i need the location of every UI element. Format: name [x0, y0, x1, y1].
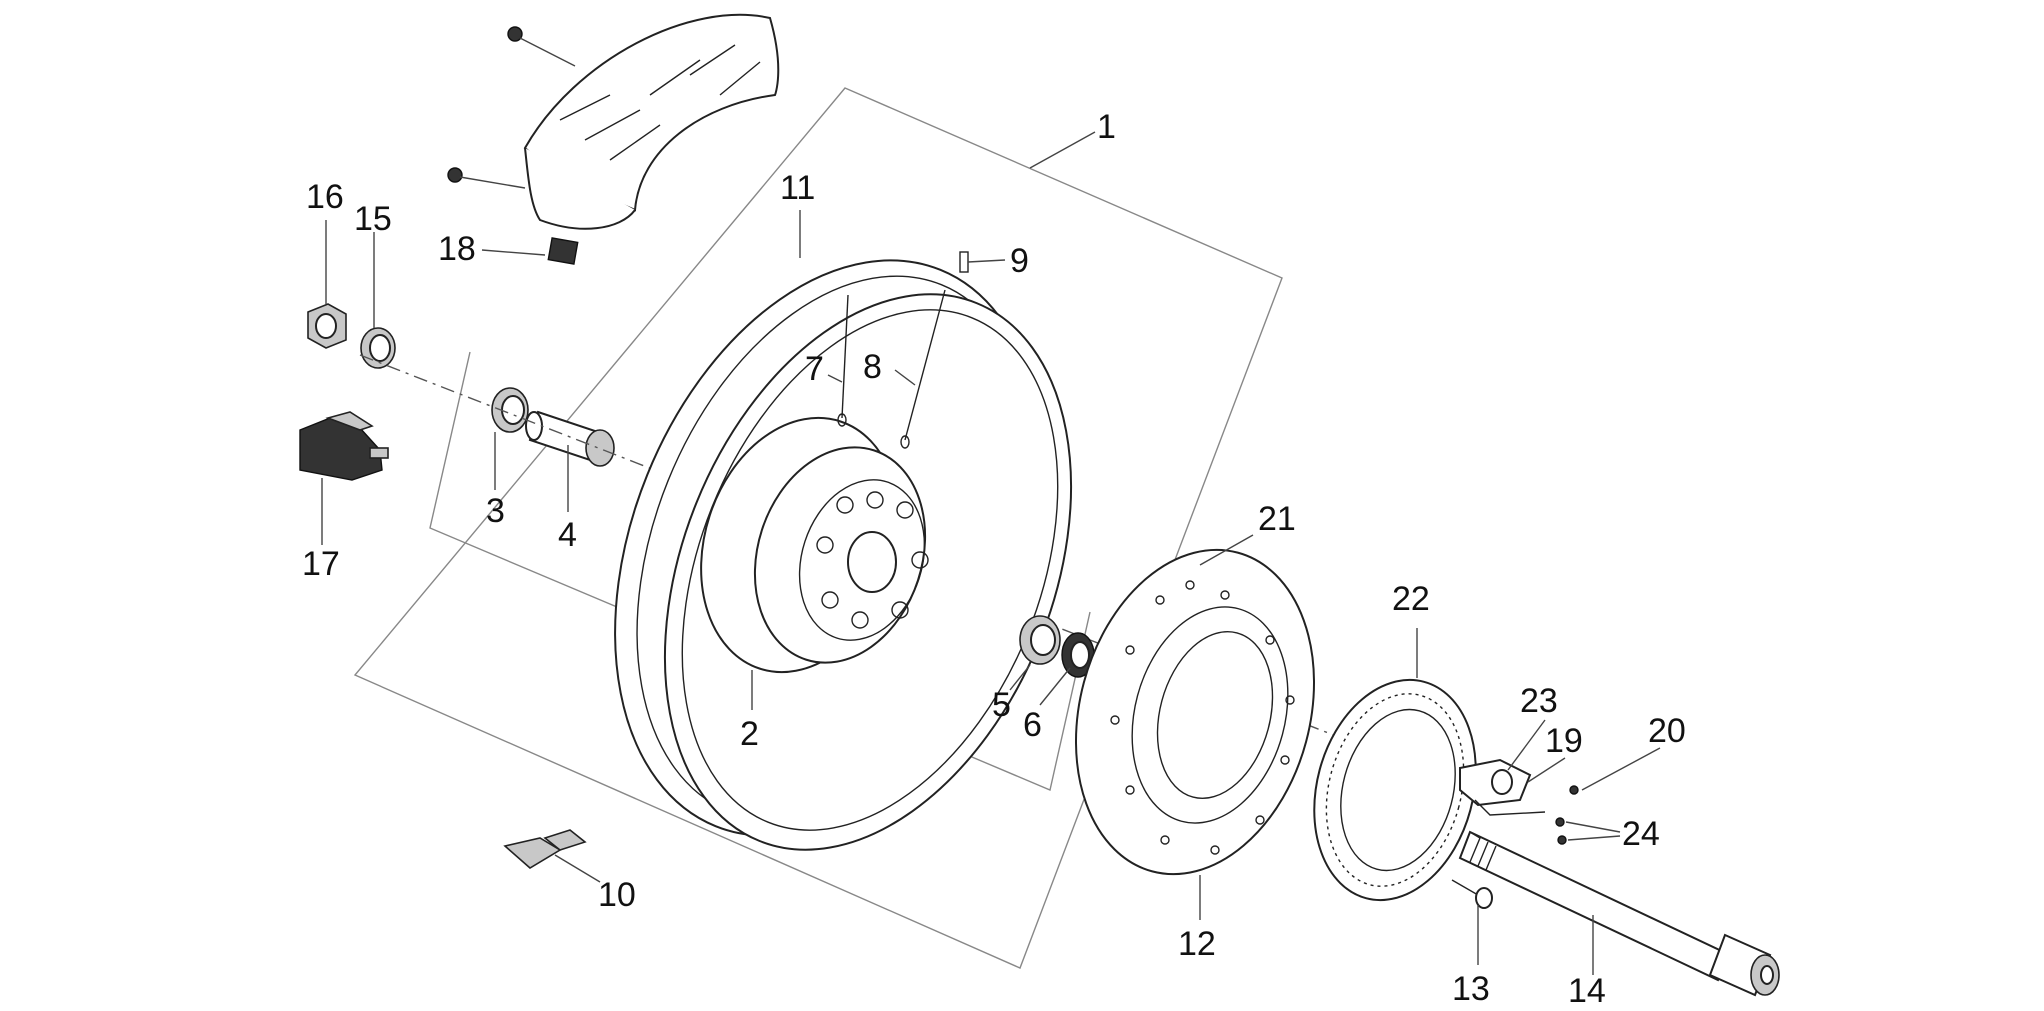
assembly-frame: [353, 87, 1283, 969]
tyre-marker-dot-top: [507, 26, 523, 42]
callout-17: 17: [302, 545, 340, 583]
spokes: [837, 289, 946, 449]
wheel-hub: [700, 416, 929, 674]
callout-3: 3: [486, 492, 505, 530]
balance-weight: [503, 829, 587, 869]
spoke-nipple: [959, 251, 969, 273]
callout-4: 4: [558, 516, 577, 554]
callout-11: 11: [780, 169, 815, 207]
right-seal: [1061, 632, 1095, 678]
abs-tone-wheel: [1313, 678, 1477, 902]
callout-21: 21: [1258, 500, 1296, 538]
callout-20: 20: [1648, 712, 1686, 750]
callout-7: 7: [805, 350, 824, 388]
speed-sensor: [299, 411, 389, 481]
callout-12: 12: [1178, 925, 1216, 963]
callout-2: 2: [740, 715, 759, 753]
callout-23: 23: [1520, 682, 1558, 720]
callout-24: 24: [1622, 815, 1660, 853]
callout-13: 13: [1452, 970, 1490, 1008]
callout-22: 22: [1392, 580, 1430, 618]
brake-disc: [1074, 548, 1316, 876]
tyre-marker-dot-bottom: [447, 167, 463, 183]
callout-10: 10: [598, 876, 636, 914]
disc-bolt: [1451, 879, 1493, 909]
wheel-axle: [1458, 830, 1780, 997]
callout-1: 1: [1097, 108, 1116, 146]
callout-19: 19: [1545, 722, 1583, 760]
left-bearing: [491, 387, 529, 433]
callout-6: 6: [1023, 706, 1042, 744]
sensor-bracket: [1459, 758, 1546, 816]
callout-9: 9: [1010, 242, 1029, 280]
callout-16: 16: [306, 178, 344, 216]
callout-5: 5: [992, 686, 1011, 724]
callout-8: 8: [863, 348, 882, 386]
axle-nut: [307, 303, 347, 349]
spacer-tube: [525, 410, 615, 467]
tyre: [447, 13, 780, 265]
callout-14: 14: [1568, 972, 1606, 1010]
right-bearing: [1019, 615, 1061, 665]
tyre-valve: [547, 237, 579, 265]
callout-18: 18: [438, 230, 476, 268]
seal-ring: [360, 327, 396, 369]
leader-lines: [321, 131, 1661, 975]
callout-15: 15: [354, 200, 392, 238]
bracket-screws: [1555, 785, 1579, 845]
